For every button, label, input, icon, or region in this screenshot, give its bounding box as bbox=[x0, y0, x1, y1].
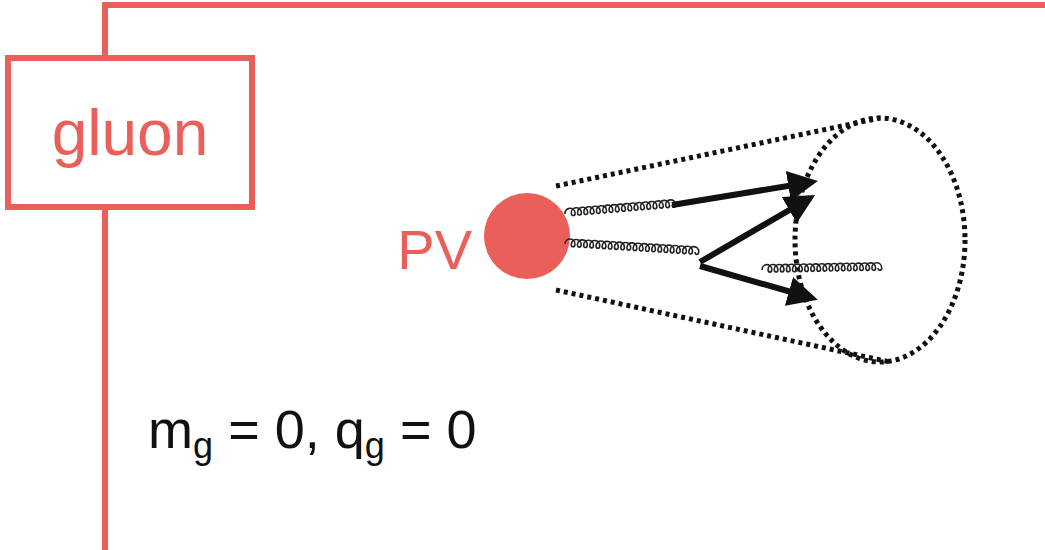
particle-arrow bbox=[700, 266, 812, 298]
term-box: gluon bbox=[5, 55, 255, 210]
subscript: g bbox=[365, 428, 385, 464]
formula-text: = 0, bbox=[228, 402, 320, 456]
particle-arrow bbox=[672, 182, 812, 205]
formula-text: m bbox=[148, 402, 193, 456]
cone-end bbox=[795, 118, 965, 362]
frame-line bbox=[105, 2, 1045, 8]
cone-edge bbox=[556, 118, 880, 186]
gluon-spring bbox=[565, 239, 699, 254]
vertex-label: PV bbox=[397, 222, 472, 278]
vertex-dot bbox=[484, 193, 570, 279]
particle-arrow bbox=[700, 198, 810, 262]
formula: mg= 0,qg= 0 bbox=[148, 402, 477, 456]
gluon-spring bbox=[762, 263, 882, 272]
gluon-spring bbox=[565, 200, 676, 216]
formula-text: q bbox=[335, 402, 365, 456]
cone-edge bbox=[556, 290, 890, 362]
subscript: g bbox=[193, 428, 213, 464]
formula-text: = 0 bbox=[400, 402, 477, 456]
node-title: gluon bbox=[52, 101, 209, 165]
